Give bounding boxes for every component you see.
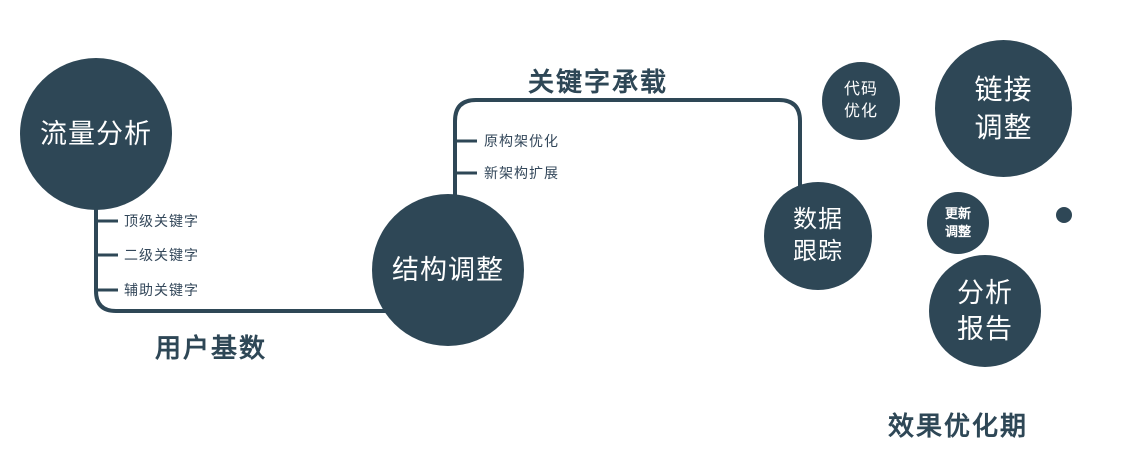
branch-label-second-keywords: 二级关键字 xyxy=(124,247,199,263)
dot-node xyxy=(1056,207,1072,223)
branch-label-auxiliary-keywords: 辅助关键字 xyxy=(124,282,199,298)
edge-label-user-base: 用户基数 xyxy=(155,333,268,363)
node-link-adjustment: 链接 调整 xyxy=(935,40,1072,177)
branch-label-top-keywords: 顶级关键字 xyxy=(124,213,199,229)
node-data-tracking: 数据 跟踪 xyxy=(764,182,872,290)
edge-label-keyword-carrying: 关键字承载 xyxy=(528,67,669,97)
node-analysis-report: 分析 报告 xyxy=(929,255,1041,367)
node-code-optimization: 代码 优化 xyxy=(822,62,900,140)
period-caption: 效果优化期 xyxy=(888,411,1029,441)
branch-label-original-architecture: 原构架优化 xyxy=(484,133,559,149)
node-update-adjustment: 更新 调整 xyxy=(927,192,989,254)
node-structure-adjustment: 结构调整 xyxy=(372,194,524,346)
node-traffic-analysis: 流量分析 xyxy=(20,58,172,210)
branch-label-new-architecture: 新架构扩展 xyxy=(484,165,559,181)
edge-structure-to-tracking xyxy=(453,98,802,200)
